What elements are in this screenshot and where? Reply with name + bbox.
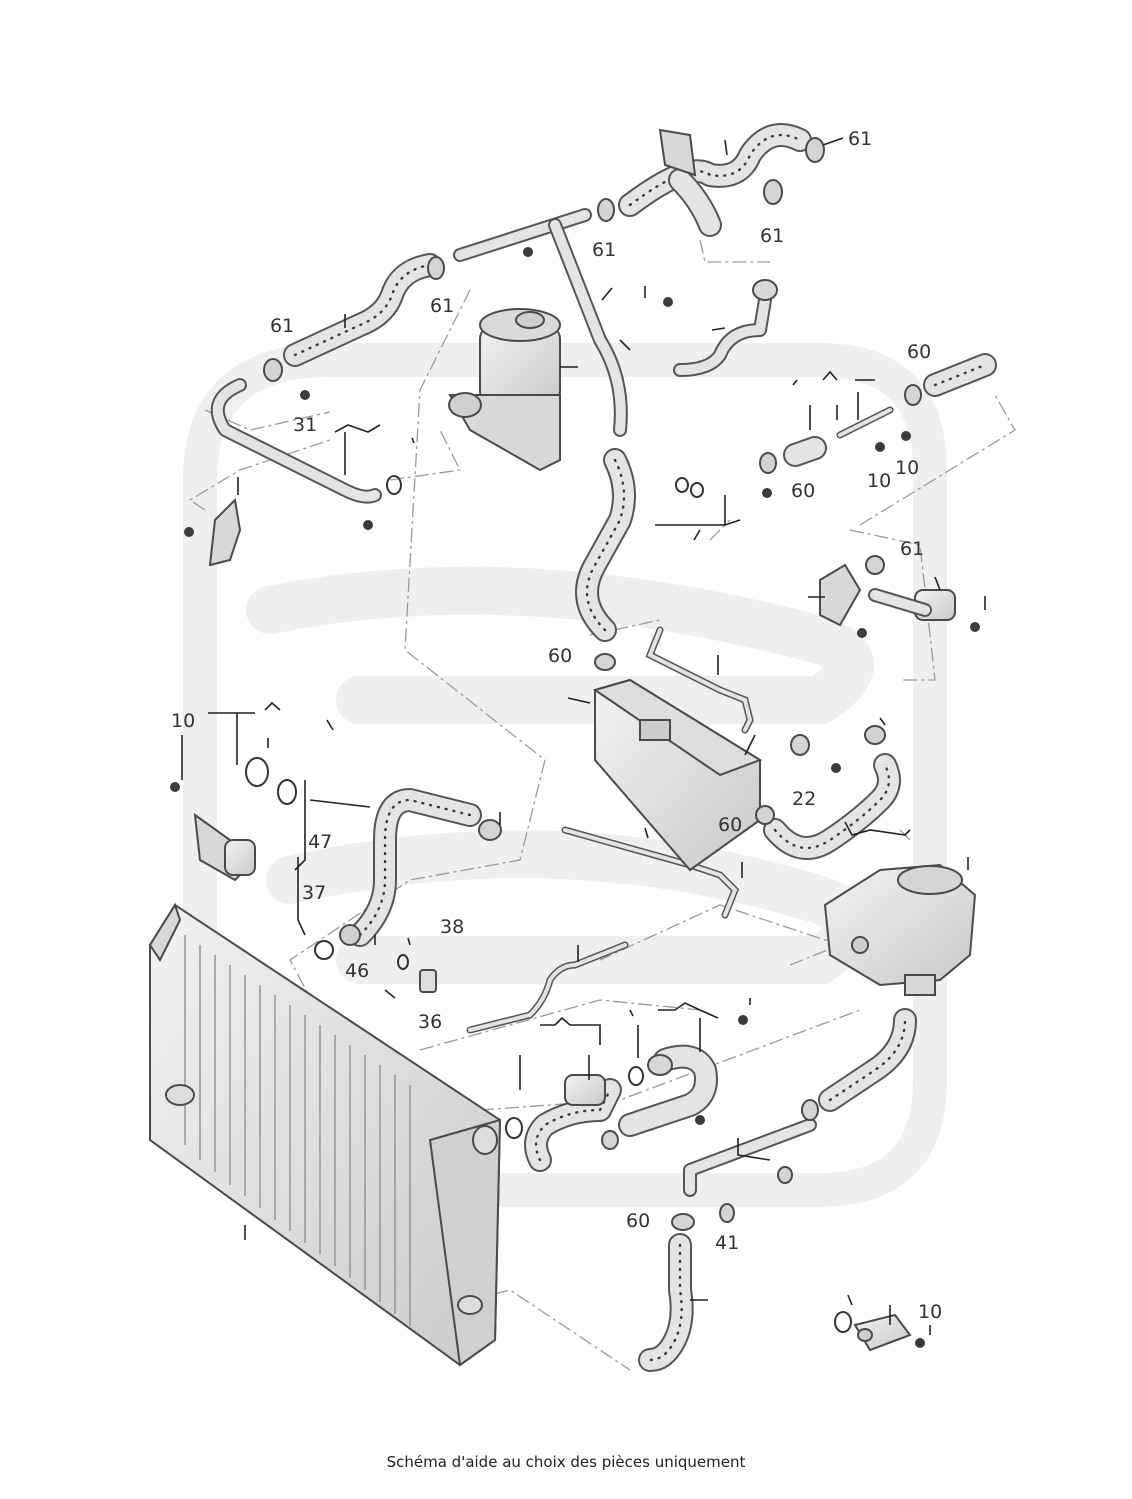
callout-label: 60 — [548, 645, 572, 667]
hose-clamps — [263, 137, 922, 1231]
callout-labels: 61 61 61 61 61 31 60 60 10 10 61 60 10 2… — [171, 128, 942, 1323]
upper-coolant-pipe — [453, 208, 628, 437]
water-pump — [564, 1054, 673, 1106]
assembly-dash-lines — [188, 239, 1016, 1371]
callout-label: 47 — [308, 831, 332, 853]
upper-left-hose — [283, 253, 442, 367]
callout-label: 61 — [848, 128, 872, 150]
callout-label: 60 — [718, 814, 742, 836]
bleed-line — [466, 826, 740, 1034]
coolant-flange-left — [193, 812, 256, 882]
oil-filter-housing — [448, 308, 561, 472]
callout-label: 60 — [626, 1210, 650, 1232]
center-vertical-hose — [575, 448, 636, 642]
callout-label: 61 — [900, 538, 924, 560]
disclaimer-caption: Schéma d'aide au choix des pièces unique… — [387, 1453, 746, 1471]
cooler-bracket — [645, 626, 754, 734]
callout-label: 10 — [918, 1301, 942, 1323]
lower-radiator-hose — [524, 1078, 622, 1172]
bolts — [170, 247, 980, 1348]
callout-label: 37 — [302, 882, 326, 904]
callout-label: 61 — [270, 315, 294, 337]
callout-label: 10 — [171, 710, 195, 732]
right-hose-upper — [783, 353, 997, 467]
sealing-flange — [853, 1313, 912, 1352]
callout-label: 60 — [791, 480, 815, 502]
callout-label: 61 — [760, 225, 784, 247]
callout-label: 38 — [440, 916, 464, 938]
callout-label: 22 — [792, 788, 816, 810]
expansion-tank-hose — [683, 1008, 917, 1197]
callout-label: 36 — [418, 1011, 442, 1033]
callout-label: 61 — [592, 239, 616, 261]
callout-label: 41 — [715, 1232, 739, 1254]
callout-label: 61 — [430, 295, 454, 317]
bottom-hose — [638, 1233, 694, 1372]
cooler-return-hose — [763, 753, 901, 860]
callout-label: 10 — [895, 457, 919, 479]
callout-label: 31 — [293, 414, 317, 436]
radiator — [148, 902, 502, 1367]
expansion-tank — [823, 863, 977, 996]
temperature-sensor — [339, 924, 437, 993]
mounting-bracket-left — [208, 497, 242, 567]
long-metal-pipe-left — [210, 378, 382, 504]
callout-label: 60 — [907, 341, 931, 363]
thermostat-housing — [819, 563, 956, 627]
callout-label: 10 — [867, 470, 891, 492]
o-rings — [245, 475, 852, 1333]
pump-outlet-pipe — [618, 1044, 718, 1137]
radiator-upper-hose — [348, 788, 482, 947]
callout-leaders — [181, 137, 986, 1335]
top-branch-hose — [618, 123, 812, 237]
egr-pipe — [673, 279, 778, 377]
callout-label: 46 — [345, 960, 369, 982]
